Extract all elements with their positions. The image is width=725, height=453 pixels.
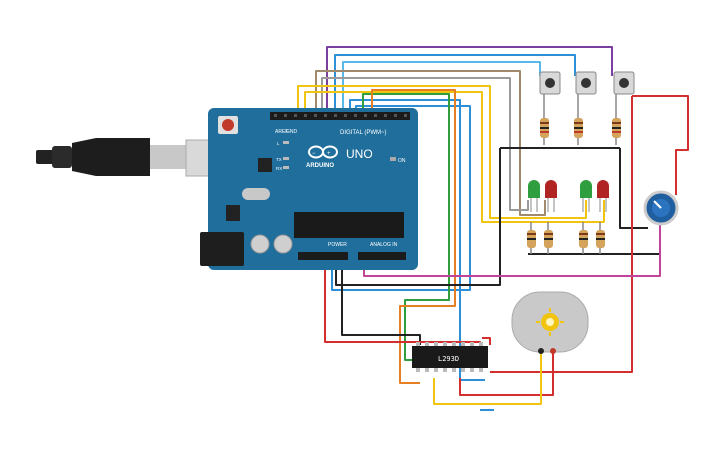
pushbutton-3[interactable] bbox=[613, 71, 635, 95]
pushbutton-2[interactable] bbox=[575, 71, 597, 95]
wire-blue-2 bbox=[349, 99, 485, 381]
power-jack bbox=[200, 232, 244, 266]
wire-yellow-motor bbox=[433, 352, 542, 405]
power-header-label: POWER bbox=[328, 242, 347, 248]
on-label: ON bbox=[398, 158, 406, 164]
status-leds: L TX RX bbox=[276, 141, 289, 171]
svg-text:TX: TX bbox=[276, 157, 282, 162]
gnd-label: GND bbox=[286, 129, 298, 135]
wires bbox=[297, 46, 689, 411]
wire-red-motor bbox=[459, 352, 554, 396]
wire-red-3 bbox=[490, 96, 633, 373]
model-label: UNO bbox=[346, 147, 373, 161]
resistor-bodies-top bbox=[540, 118, 621, 138]
svg-text:+: + bbox=[327, 151, 331, 157]
analog-header-label: ANALOG IN bbox=[370, 242, 398, 248]
svg-text:RX: RX bbox=[276, 166, 282, 171]
wire-black-5 bbox=[619, 148, 648, 229]
wire-red-2 bbox=[632, 95, 689, 195]
wire-gray bbox=[321, 77, 529, 211]
led-green-1 bbox=[528, 180, 540, 212]
wire-yellow-2 bbox=[304, 91, 605, 223]
leds bbox=[528, 180, 609, 212]
led-red-2 bbox=[597, 180, 609, 212]
wire-green bbox=[362, 93, 450, 361]
brand-label: ARDUINO bbox=[306, 163, 334, 169]
dc-motor bbox=[511, 291, 589, 354]
wire-tan bbox=[315, 70, 546, 216]
usb-cable bbox=[36, 138, 219, 177]
wire-black-1 bbox=[341, 268, 421, 345]
l293d-label: L293D bbox=[438, 355, 459, 363]
wire-purple bbox=[326, 46, 613, 118]
potentiometer[interactable] bbox=[643, 190, 679, 226]
digital-header-label: DIGITAL (PWM~) bbox=[340, 130, 387, 136]
led-red-1 bbox=[545, 180, 557, 212]
led-green-2 bbox=[580, 180, 592, 212]
resistors-led bbox=[527, 222, 605, 254]
arduino-board: AREF GND DIGITAL (PWM~) − + ARDUINO UNO … bbox=[200, 108, 418, 270]
wire-orange bbox=[371, 89, 456, 384]
wire-black-2 bbox=[335, 148, 501, 286]
wire-magenta bbox=[363, 222, 661, 277]
wire-lightblue bbox=[342, 61, 541, 118]
svg-text:L: L bbox=[277, 141, 280, 146]
push-buttons bbox=[539, 71, 635, 95]
svg-text:−: − bbox=[312, 151, 316, 157]
pushbutton-1[interactable] bbox=[539, 71, 561, 95]
atmega-chip bbox=[294, 212, 404, 238]
l293d-driver: L293D bbox=[412, 342, 488, 372]
aref-label: AREF bbox=[275, 129, 288, 135]
wire-red-4 bbox=[482, 337, 491, 345]
wire-yellow-1 bbox=[297, 85, 587, 219]
arduino-logo: − + bbox=[308, 145, 338, 159]
